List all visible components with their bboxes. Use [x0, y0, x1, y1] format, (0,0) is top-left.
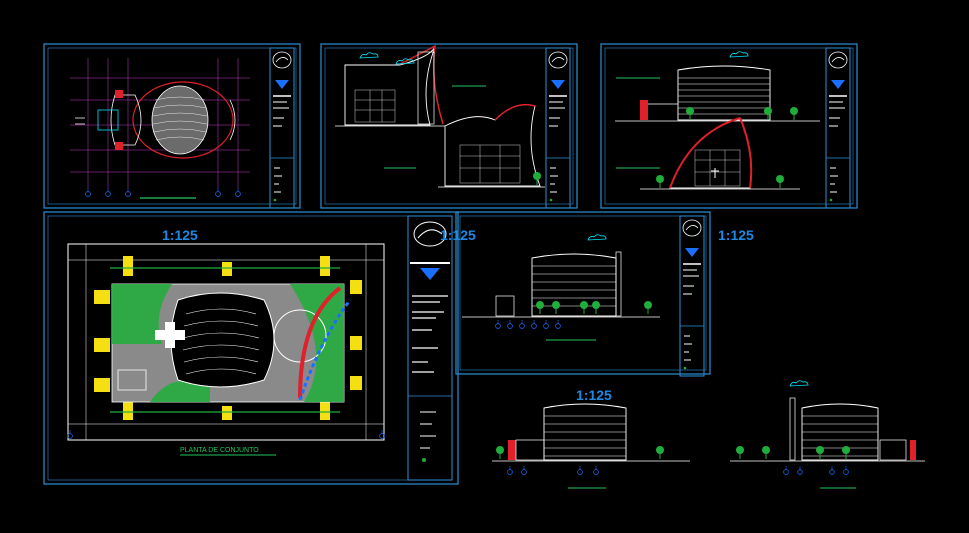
sheet-side-elevations — [320, 43, 578, 209]
plan-dimension-marks — [85, 187, 241, 197]
site-plan-title: PLANTA DE CONJUNTO — [180, 447, 259, 454]
elevation-b-scale-label: 1:125 — [576, 387, 612, 403]
elevation-b-dimension-marks — [507, 465, 599, 475]
title-block-logo-icon — [679, 215, 705, 377]
sheet-elevation-b: 1:125 — [492, 380, 925, 489]
sheet-front-elevations — [600, 43, 858, 209]
elevation-b-right-dimension-marks — [783, 465, 849, 475]
title-block-logo-icon — [545, 47, 571, 209]
cross-icon — [155, 322, 185, 348]
elevation-a-scale-label: 1:125 — [440, 227, 476, 243]
elevation-a-scale-label-right: 1:125 — [718, 227, 754, 243]
sheet-elevation-a: 1:125 1:125 — [440, 211, 754, 377]
title-block-logo-icon — [413, 221, 447, 247]
site-dimension-marks — [67, 429, 385, 439]
sheet-site-plan: 1:125 — [43, 211, 459, 485]
title-block-logo-icon — [269, 47, 295, 209]
sheet-floor-plan — [43, 43, 301, 209]
site-plan-scale-label: 1:125 — [162, 227, 198, 243]
title-block-logo-icon — [825, 47, 851, 209]
elevation-a-dimension-marks — [495, 319, 561, 329]
